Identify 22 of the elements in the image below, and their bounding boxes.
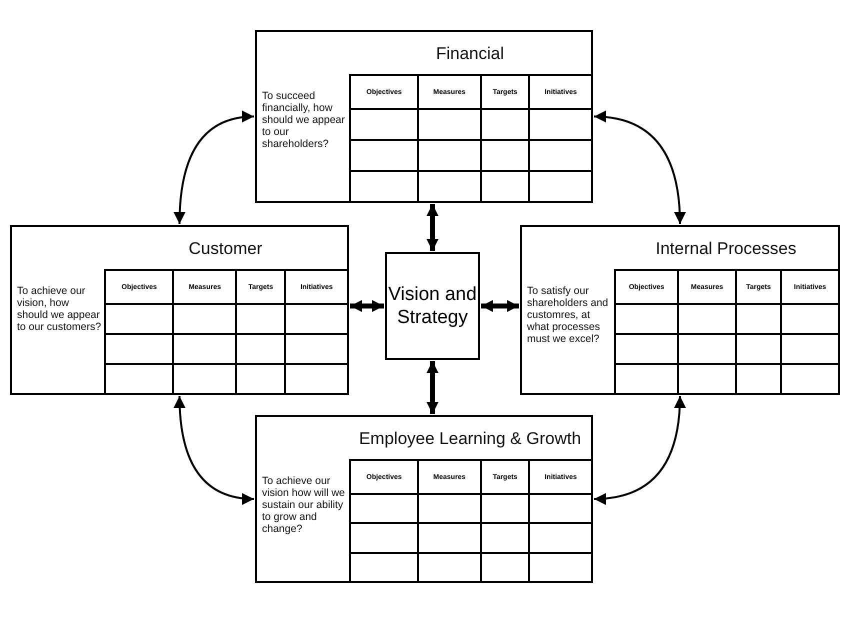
guiding-question: To succeed financially, how should we appear to our shareholders? [262, 90, 346, 150]
perspective-title: Customer [188, 239, 264, 259]
curved-double-arrow [594, 396, 686, 504]
perspective-title: Internal Processes [654, 239, 798, 259]
guiding-question: To achieve our vision how will we sustain our ability to grow and change? [262, 475, 346, 535]
guiding-question: To satisfy our shareholders and customres, at what processes must we excel? [527, 285, 610, 345]
double-arrow [350, 300, 384, 312]
curved-double-arrow [174, 111, 254, 224]
perspective-title: Financial [434, 44, 506, 64]
box-text: Vision and Strategy [387, 283, 478, 329]
center-box [385, 252, 480, 360]
curved-double-arrow [594, 111, 686, 224]
perspective-box [255, 415, 593, 583]
double-arrow [481, 300, 519, 312]
perspective-box [10, 225, 349, 395]
perspective-title: Employee Learning & Growth [358, 429, 582, 449]
perspective-box [520, 225, 840, 395]
curved-double-arrow [174, 396, 254, 504]
guiding-question: To achieve our vision, how should we appear to our customers? [17, 285, 102, 333]
perspective-box [255, 30, 593, 203]
double-arrow [426, 361, 438, 414]
double-arrow [426, 204, 438, 251]
